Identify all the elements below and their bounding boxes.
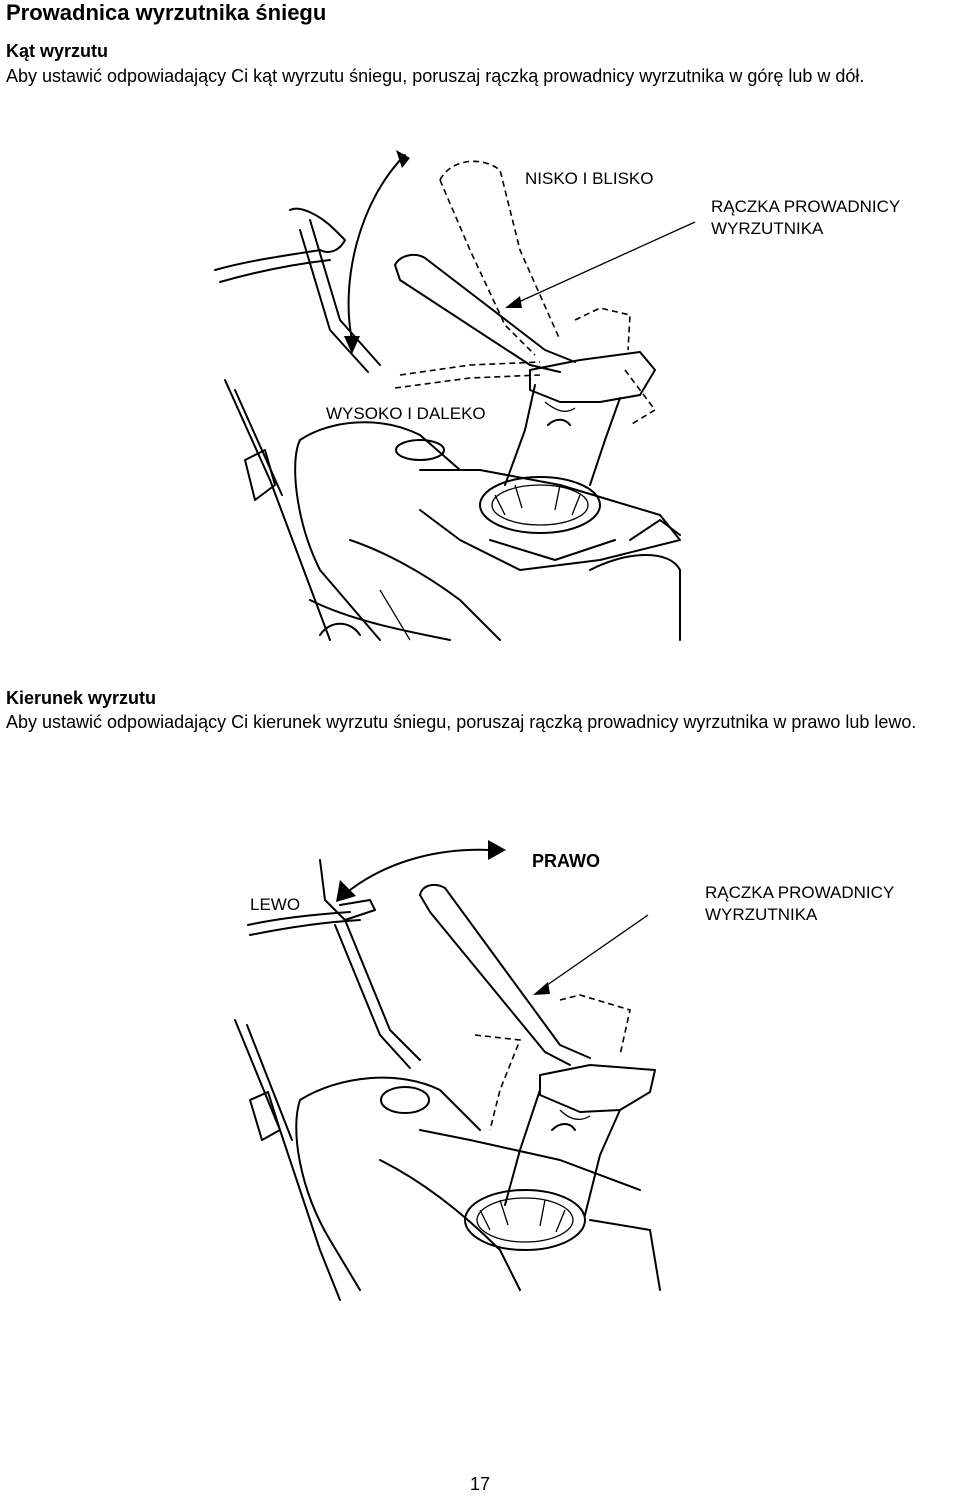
label-handle-line1-fig2: RĄCZKA PROWADNICY xyxy=(705,883,895,902)
page-number: 17 xyxy=(469,1474,491,1494)
label-handle-line2: WYRZUTNIKA xyxy=(711,219,824,238)
section-heading-angle: Kąt wyrzutu xyxy=(6,41,109,61)
page-title: Prowadnica wyrzutnika śniegu xyxy=(6,0,327,25)
label-right: PRAWO xyxy=(532,851,601,871)
label-left: LEWO xyxy=(250,895,301,914)
section-text-angle: Aby ustawić odpowiadający Ci kąt wyrzutu… xyxy=(6,66,865,86)
section-text-direction: Aby ustawić odpowiadający Ci kierunek wy… xyxy=(6,712,917,732)
label-high-far: WYSOKO I DALEKO xyxy=(326,404,486,423)
snowthrower-chute-direction-illustration xyxy=(234,840,661,1301)
section-heading-direction: Kierunek wyrzutu xyxy=(6,688,157,708)
snowthrower-chute-angle-illustration xyxy=(214,150,696,641)
figure-discharge-direction xyxy=(0,830,960,1310)
label-low-near: NISKO I BLISKO xyxy=(525,169,654,188)
label-handle-line2-fig2: WYRZUTNIKA xyxy=(705,905,818,924)
figure-discharge-angle xyxy=(0,140,960,650)
label-handle-line1: RĄCZKA PROWADNICY xyxy=(711,197,901,216)
